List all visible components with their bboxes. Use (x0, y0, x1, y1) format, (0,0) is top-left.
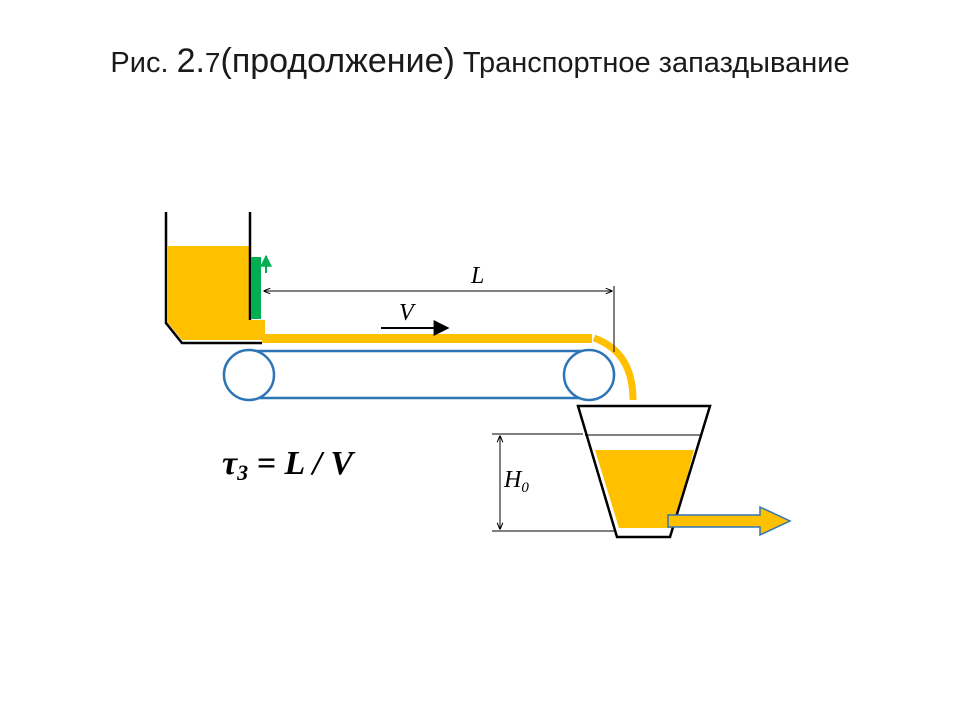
delay-formula: τ3 = L / V (222, 445, 355, 485)
supply-hopper (164, 212, 265, 345)
formula-tau: τ (222, 445, 238, 482)
title-fig-subnumber: 7 (204, 47, 221, 78)
outlet-arrow (667, 505, 792, 537)
belt-roller-right (562, 348, 616, 402)
belt-loop (222, 349, 616, 400)
length-label: L (470, 263, 484, 289)
receiving-tank (576, 404, 712, 539)
length-dimension (264, 286, 615, 352)
conveyor-belt (222, 348, 616, 402)
slide-title: Рис. 2.7(продолжение) Транспортное запаз… (0, 42, 960, 81)
material-layer (262, 334, 592, 343)
title-continuation: (продолжение) (220, 42, 455, 80)
title-fig-label: Рис. (110, 47, 177, 79)
hopper-material (168, 246, 265, 340)
level-label: H0 (503, 467, 529, 496)
title-caption: Транспортное запаздывание (454, 47, 850, 79)
level-label-sub: 0 (521, 480, 529, 496)
formula-tau-sub: 3 (236, 460, 248, 485)
hopper-walls (164, 212, 262, 345)
title-fig-number: 2. (176, 42, 205, 80)
tank-material (595, 450, 694, 528)
gate (251, 257, 261, 319)
level-dimension (492, 433, 614, 532)
level-label-main: H (503, 467, 523, 493)
belt-roller-left (222, 348, 276, 402)
formula-rhs: = L / V (248, 445, 355, 482)
tank-walls (576, 404, 712, 539)
falling-stream (592, 334, 637, 401)
velocity-label: V (399, 300, 416, 326)
